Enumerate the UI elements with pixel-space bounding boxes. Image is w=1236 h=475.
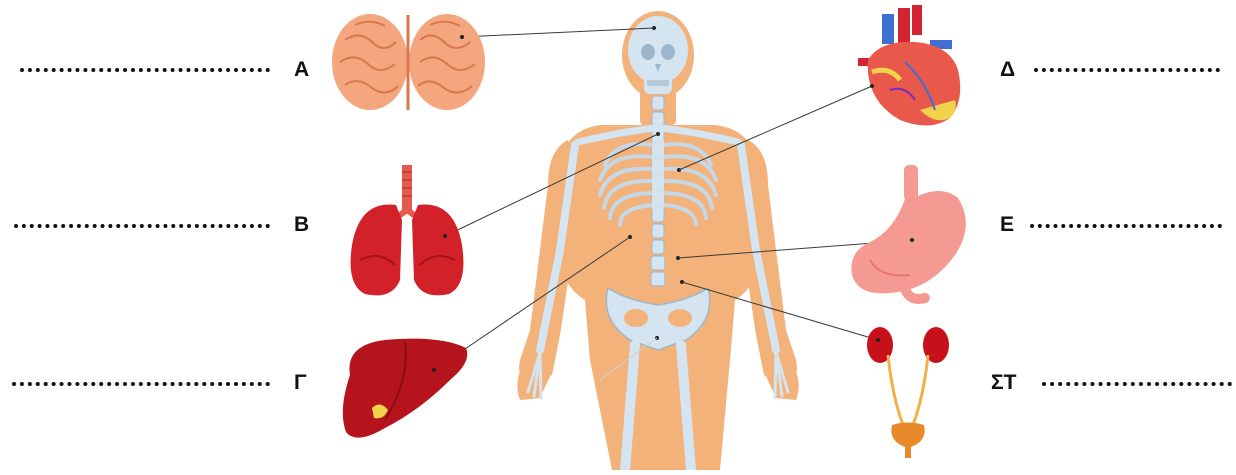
answer-blank-a[interactable] xyxy=(20,68,270,72)
human-skeleton-icon xyxy=(517,11,798,470)
answer-blank-b[interactable] xyxy=(14,224,270,228)
label-st: ΣΤ xyxy=(991,372,1016,393)
stomach-icon xyxy=(851,165,965,299)
label-a: Α xyxy=(294,59,309,80)
liver-icon xyxy=(343,339,467,438)
label-d: Δ xyxy=(1000,59,1015,80)
brain-icon xyxy=(332,14,485,110)
lungs-icon xyxy=(351,165,464,295)
answer-blank-d[interactable] xyxy=(1034,68,1220,72)
heart-icon xyxy=(858,5,960,126)
answer-blank-st[interactable] xyxy=(1042,382,1232,386)
answer-blank-e[interactable] xyxy=(1030,224,1222,228)
label-g: Γ xyxy=(294,372,307,393)
label-e: Ε xyxy=(1000,214,1014,235)
kidneys-urinary-icon xyxy=(867,327,949,458)
label-b: Β xyxy=(294,214,309,235)
answer-blank-g[interactable] xyxy=(12,382,270,386)
